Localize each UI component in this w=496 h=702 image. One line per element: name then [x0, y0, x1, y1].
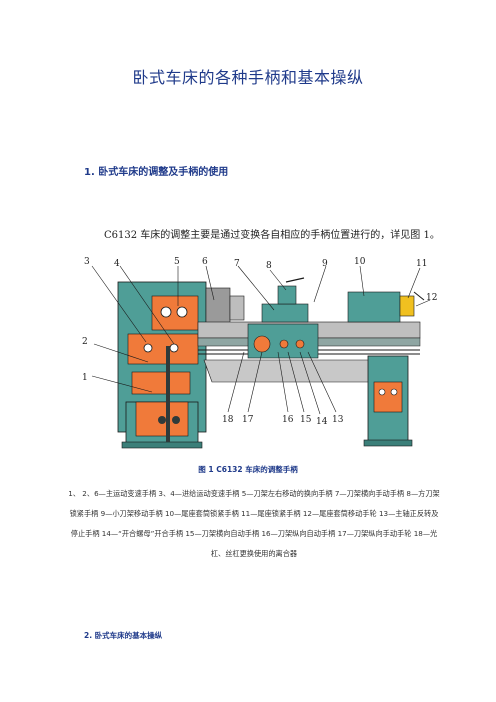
tailstock: [347, 291, 401, 323]
callout-14: 14: [316, 417, 328, 427]
lathe-figure: 1 2 3 4 5 6 7 8 9 10 11 12 13 14 15 16 1…: [82, 257, 437, 449]
panel-top: [151, 295, 199, 331]
chuck: [205, 287, 231, 329]
callout-17: 17: [242, 415, 254, 425]
callout-13: 13: [332, 415, 344, 425]
callout-5: 5: [174, 257, 180, 267]
callout-6: 6: [202, 257, 208, 267]
callout-9: 9: [322, 259, 328, 269]
callout-3: 3: [84, 257, 90, 267]
callout-8: 8: [266, 261, 272, 271]
paragraph-intro: C6132 车床的调整主要是通过变换各自相应的手柄位置进行的，详见图 1。: [104, 230, 440, 241]
callout-18: 18: [222, 415, 234, 425]
callout-12: 12: [426, 293, 437, 303]
figure-caption: 图 1 C6132 车床的调整手柄: [198, 465, 298, 474]
callout-7: 7: [234, 259, 240, 269]
callout-10: 10: [354, 257, 366, 267]
callout-16: 16: [282, 415, 294, 425]
callout-11: 11: [416, 259, 427, 269]
panel-lower: [131, 371, 191, 395]
section-heading-2: 2. 卧式车床的基本操纵: [84, 631, 163, 640]
document-title: 卧式车床的各种手柄和基本操纵: [132, 68, 364, 87]
callout-1: 1: [82, 373, 88, 383]
callout-2: 2: [82, 337, 88, 347]
callout-15: 15: [300, 415, 312, 425]
base-plate: [121, 441, 203, 449]
callout-4: 4: [114, 259, 120, 269]
legend-text: 1、 2、6—主运动变速手柄 3、4—进给运动变速手柄 5—刀架左右移动的换向手…: [68, 489, 440, 558]
section-heading-1: 1. 卧式车床的调整及手柄的使用: [84, 167, 229, 178]
figure-legend: 1、 2、6—主运动变速手柄 3、4—进给运动变速手柄 5—刀架左右移动的换向手…: [66, 484, 442, 564]
panel-middle: [127, 333, 199, 365]
